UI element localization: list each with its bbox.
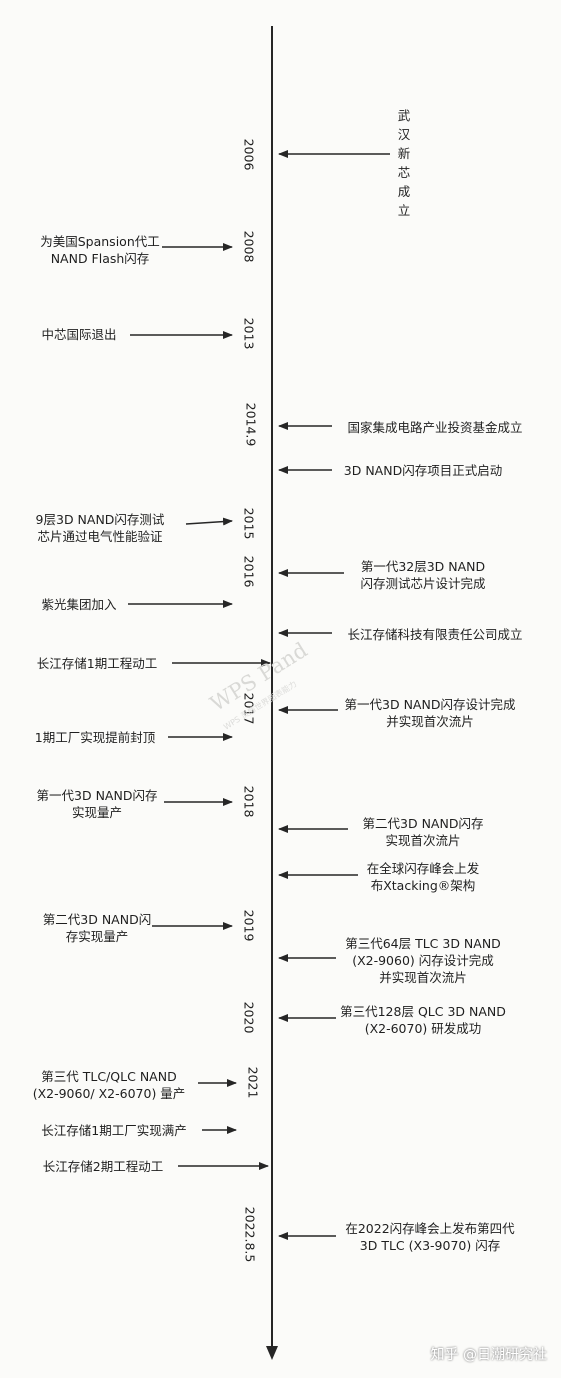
year-label-2013: 2013 — [241, 317, 257, 350]
left-event-phase1-start: 长江存储1期工程动工 — [36, 656, 158, 671]
left-event-smic-exit: 中芯国际退出 — [41, 327, 117, 342]
year-label-2019: 2019 — [241, 909, 257, 942]
year-label-2020: 2020 — [241, 1001, 257, 1034]
left-event-spansion: 为美国Spansion代工 NAND Flash闪存 — [40, 234, 160, 266]
right-event-3d-nand-project: 3D NAND闪存项目正式启动 — [343, 463, 503, 478]
year-label-2015: 2015 — [241, 507, 257, 540]
left-event-phase1-capping: 1期工厂实现提前封顶 — [34, 730, 156, 745]
timeline-axis-arrowhead — [266, 1346, 278, 1360]
year-label-2022-8-5: 2022.8.5 — [242, 1206, 258, 1263]
left-event-tsinghua-unigroup: 紫光集团加入 — [41, 597, 117, 612]
year-label-2006: 2006 — [241, 138, 257, 171]
year-label-2018: 2018 — [241, 785, 257, 818]
footer-credit: 知乎 @日潮研究社 — [430, 1347, 547, 1363]
right-event-ymtc-founded: 长江存储科技有限责任公司成立 — [347, 627, 523, 642]
right-event-gen2-tapeout: 第二代3D NAND闪存 实现首次流片 — [362, 816, 484, 848]
right-event-big-fund: 国家集成电路产业投资基金成立 — [347, 420, 523, 435]
left-event-9-layer-chip: 9层3D NAND闪存测试 芯片通过电气性能验证 — [35, 512, 165, 544]
right-event-gen3-64-layer-design: 第三代64层 TLC 3D NAND (X2-9060) 闪存设计完成 并实现首… — [345, 936, 501, 985]
left-event-phase1-full-capacity: 长江存储1期工厂实现满产 — [41, 1123, 187, 1138]
left-event-phase2-start: 长江存储2期工程动工 — [42, 1159, 164, 1174]
right-event-xtacking-launch: 在全球闪存峰会上发 布Xtacking®架构 — [366, 861, 480, 893]
left-event-gen3-mass-production: 第三代 TLC/QLC NAND (X2-9060/ X2-6070) 量产 — [32, 1069, 186, 1101]
right-event-gen3-128-layer-qlc: 第三代128层 QLC 3D NAND (X2-6070) 研发成功 — [340, 1004, 506, 1036]
right-event-gen4-launch: 在2022闪存峰会上发布第四代 3D TLC (X3-9070) 闪存 — [345, 1221, 515, 1253]
year-label-2021: 2021 — [245, 1066, 261, 1099]
left-event-gen2-mass-production: 第二代3D NAND闪 存实现量产 — [42, 912, 152, 944]
year-label-2008: 2008 — [241, 230, 257, 263]
arrow-9-layer-chip — [185, 517, 233, 526]
right-event-xmc-founded: 武 汉 新 芯 成 立 — [397, 108, 411, 218]
right-event-gen1-32-layer-design: 第一代32层3D NAND 闪存测试芯片设计完成 — [360, 559, 486, 591]
right-event-gen1-design-tapeout: 第一代3D NAND闪存设计完成 并实现首次流片 — [344, 697, 516, 729]
year-label-2014-9: 2014.9 — [243, 402, 259, 447]
year-label-2016: 2016 — [241, 555, 257, 588]
left-event-gen1-mass-production: 第一代3D NAND闪存 实现量产 — [36, 788, 158, 820]
